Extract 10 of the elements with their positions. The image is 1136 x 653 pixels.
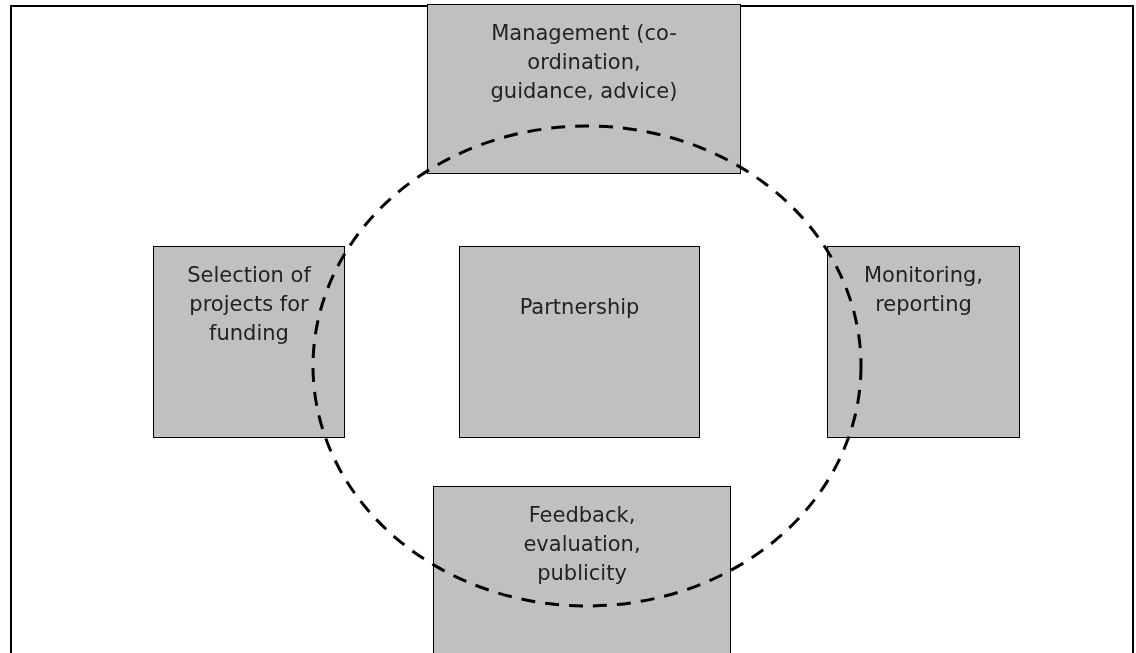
box-label: Feedback, evaluation, publicity: [522, 502, 642, 587]
process-box: [827, 246, 1020, 438]
box-label: Partnership: [518, 294, 641, 321]
process-box: [427, 4, 741, 174]
box-label: Monitoring, reporting: [863, 262, 984, 318]
box-label: Management (co-ordination, guidance, advice): [489, 20, 679, 105]
process-box: [153, 246, 345, 438]
box-label: Selection of projects for funding: [186, 262, 313, 347]
process-box: [433, 486, 731, 653]
process-box: [459, 246, 700, 438]
